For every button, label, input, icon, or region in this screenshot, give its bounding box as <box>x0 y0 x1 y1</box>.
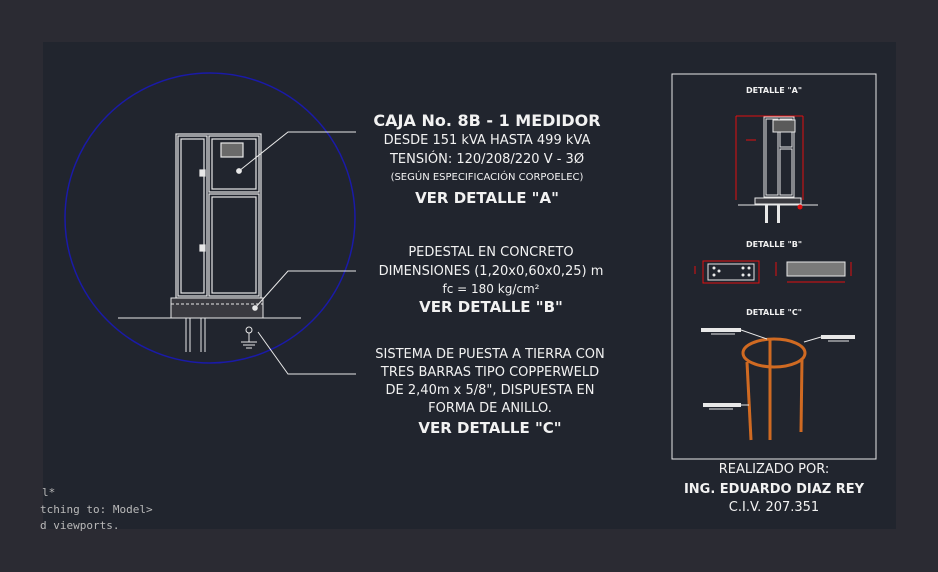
detalle-b-label: DETALLE "B" <box>745 240 802 249</box>
command-line-history: l* tching to: Model> d viewports. <box>0 486 180 532</box>
caja-ref: VER DETALLE "A" <box>415 189 559 207</box>
leader-lines <box>238 131 356 375</box>
concrete-pedestal <box>118 297 301 352</box>
caja-line3: (SEGÚN ESPECIFICACIÓN CORPOELEC) <box>390 172 584 183</box>
tierra-line3: DE 2,40m x 5/8", DISPUESTA EN <box>385 383 595 398</box>
pedestal-line3: fc = 180 kg/cm² <box>442 282 540 296</box>
credits-name: ING. EDUARDO DIAZ REY <box>683 482 865 497</box>
credits-label: REALIZADO POR: <box>718 462 830 477</box>
command-line-1: l* <box>42 486 56 499</box>
detail-panel-frame <box>671 73 877 460</box>
cad-drawing <box>64 72 877 460</box>
pedestal-ref: VER DETALLE "B" <box>419 298 563 316</box>
command-line-2: tching to: Model> <box>40 503 153 516</box>
caja-line2: TENSIÓN: 120/208/220 V - 3Ø <box>389 152 585 167</box>
detail-circle <box>64 72 356 364</box>
caja-line1: DESDE 151 kVA HASTA 499 kVA <box>383 133 591 148</box>
command-line-3: d viewports. <box>40 519 120 532</box>
tierra-line2: TRES BARRAS TIPO COPPERWELD <box>380 365 600 380</box>
tierra-line1: SISTEMA DE PUESTA A TIERRA CON <box>375 347 605 362</box>
tierra-line4: FORMA DE ANILLO. <box>428 401 552 416</box>
detail-b-drawing <box>694 260 852 284</box>
detalle-a-label: DETALLE "A" <box>745 86 803 95</box>
meter-cabinet <box>175 133 262 299</box>
caja-title: CAJA No. 8B - 1 MEDIDOR <box>373 111 601 130</box>
tierra-ref: VER DETALLE "C" <box>418 419 562 437</box>
pedestal-line2: DIMENSIONES (1,20x0,60x0,25) m <box>378 264 604 279</box>
detalle-c-label: DETALLE "C" <box>746 308 802 317</box>
ground-symbol <box>241 326 257 349</box>
detail-a-drawing <box>735 115 818 223</box>
pedestal-line1: PEDESTAL EN CONCRETO <box>408 245 574 260</box>
model-canvas[interactable]: CAJA No. 8B - 1 MEDIDOR DESDE 151 kVA HA… <box>43 42 896 529</box>
detail-c-drawing <box>701 328 855 441</box>
credits-civ: C.I.V. 207.351 <box>728 500 820 515</box>
